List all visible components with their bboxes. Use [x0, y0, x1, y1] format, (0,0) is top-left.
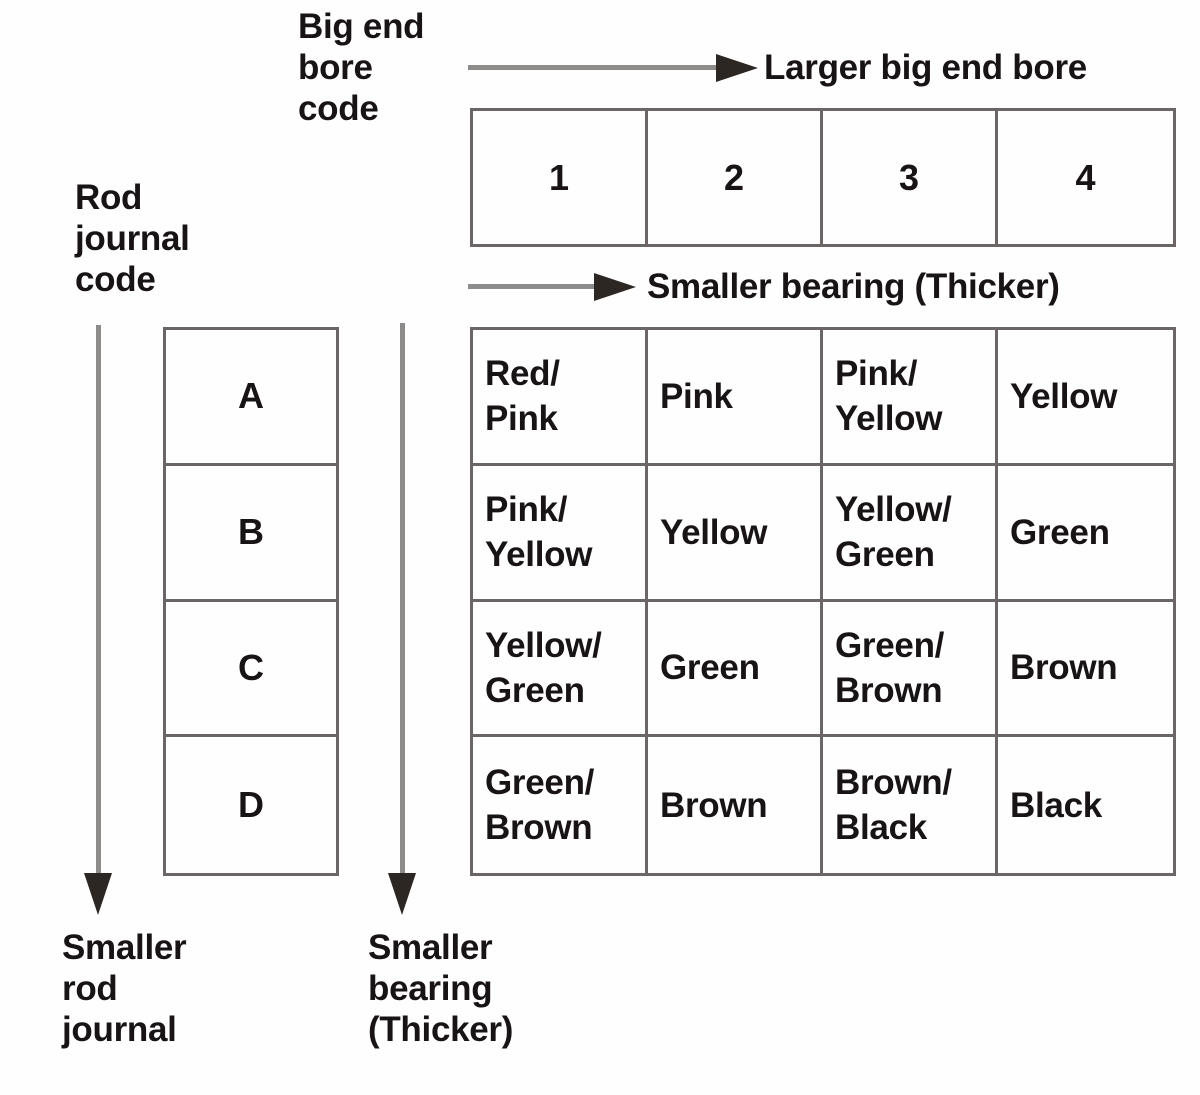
bearing-cell-c4: Brown: [998, 602, 1173, 738]
bearing-cell-a3: Pink/ Yellow: [823, 330, 998, 466]
bearing-cell-b3: Yellow/ Green: [823, 465, 998, 602]
bearing-cell-c2: Green: [648, 601, 823, 738]
bearing-cell-a1: Red/ Pink: [473, 330, 648, 466]
journal-code-cell: A: [166, 330, 336, 466]
bearing-cell-d3: Brown/ Black: [823, 737, 998, 873]
larger-big-end-bore-label: Larger big end bore: [764, 48, 1087, 87]
arrow-down-icon: [388, 873, 416, 915]
bearing-cell-b1: Pink/ Yellow: [473, 465, 648, 602]
arrow-down-icon: [84, 873, 112, 915]
bearing-cell-c3: Green/ Brown: [823, 601, 998, 738]
smaller-bearing-vertical-label: Smaller bearing (Thicker): [368, 928, 514, 1049]
bore-code-header-row: 1 2 3 4: [470, 108, 1176, 247]
smaller-bearing-horizontal-label: Smaller bearing (Thicker): [647, 267, 1060, 306]
arrow-shaft: [96, 325, 101, 877]
rod-journal-code-label: Rod journal code: [75, 178, 190, 299]
rod-journal-code-column: A B C D: [163, 327, 339, 876]
bearing-cell-d1: Green/ Brown: [473, 737, 648, 873]
arrow-right-icon: [594, 273, 636, 301]
bore-code-cell: 3: [823, 111, 998, 244]
journal-code-cell: C: [166, 602, 336, 738]
bearing-cell-b2: Yellow: [648, 465, 823, 602]
arrow-shaft: [400, 323, 405, 877]
bearing-cell-c1: Yellow/ Green: [473, 601, 648, 738]
journal-code-cell: B: [166, 466, 336, 602]
bearing-cell-a2: Pink: [648, 330, 823, 466]
arrow-shaft: [468, 65, 718, 70]
bore-code-cell: 1: [473, 111, 648, 244]
bearing-cell-d2: Brown: [648, 737, 823, 873]
bearing-cell-b4: Green: [998, 466, 1173, 602]
journal-code-cell: D: [238, 784, 264, 826]
bore-code-cell: 2: [648, 111, 823, 244]
bearing-color-matrix: Red/ Pink Pink Pink/ Yellow Yellow Pink/…: [470, 327, 1176, 876]
smaller-rod-journal-label: Smaller rod journal: [62, 928, 187, 1049]
arrow-right-icon: [716, 54, 758, 82]
big-end-bore-code-label: Big end bore code: [298, 7, 425, 128]
bearing-cell-d4: Black: [1010, 785, 1102, 825]
bearing-cell-a4: Yellow: [998, 330, 1173, 466]
bore-code-cell: 4: [1075, 156, 1096, 198]
arrow-shaft: [468, 284, 596, 289]
